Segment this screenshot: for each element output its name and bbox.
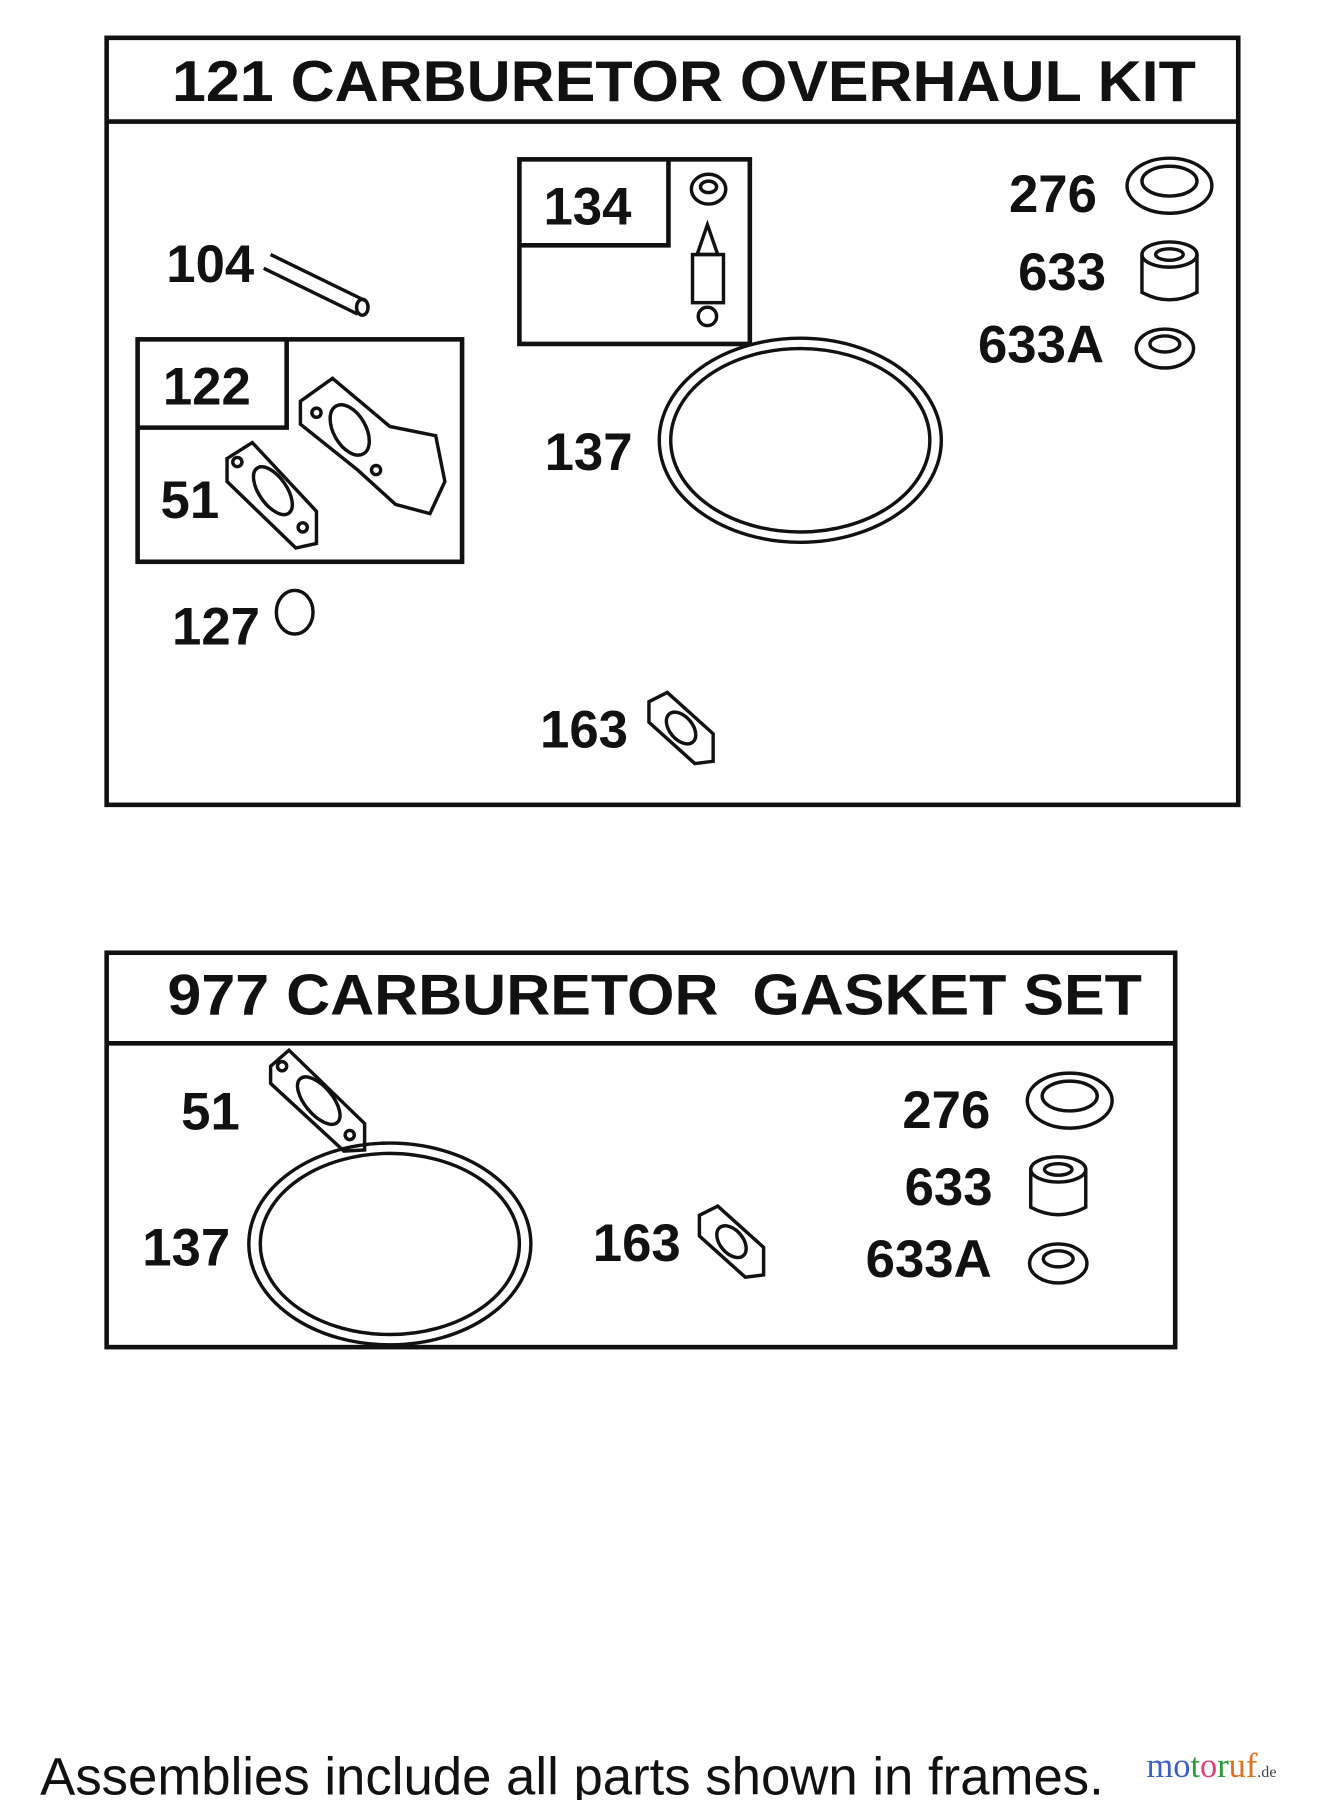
part-label-51: 51	[161, 471, 220, 530]
frame-122	[135, 337, 465, 565]
plug-127-icon	[274, 588, 315, 636]
gasket-51-icon	[268, 1047, 367, 1153]
washer-276-icon	[1125, 156, 1214, 215]
o-ring-137-icon	[657, 336, 944, 545]
kit-121-title: 121 CARBURETOR OVERHAUL KIT	[172, 50, 1196, 114]
part-label-134: 134	[543, 178, 632, 237]
part-label-122: 122	[163, 358, 251, 417]
gasket-163-icon	[647, 690, 715, 766]
footer-note: Assemblies include all parts shown in fr…	[40, 1747, 1104, 1800]
carburetor-spacer-122-icon	[298, 376, 447, 516]
part-label-633: 633	[905, 1158, 993, 1217]
part-label-276: 276	[1009, 165, 1097, 224]
gasket-163-icon	[697, 1204, 766, 1280]
kit-977-frame: 977 CARBURETOR GASKET SET 51 137 163 276…	[104, 950, 1178, 1350]
part-label-137: 137	[142, 1219, 230, 1278]
kit-121-frame: 121 CARBURETOR OVERHAUL KIT 104 122 51 1…	[104, 35, 1241, 808]
part-label-104: 104	[166, 235, 255, 294]
part-label-163: 163	[540, 701, 628, 760]
watermark-logo: motoruf.de	[1147, 1747, 1277, 1785]
part-label-51: 51	[181, 1082, 240, 1141]
bushing-633-icon	[1140, 240, 1199, 302]
o-ring-137-icon	[247, 1141, 533, 1347]
gasket-51-icon	[225, 440, 319, 550]
part-label-127: 127	[172, 597, 260, 656]
needle-valve-134-icon	[689, 172, 728, 328]
bushing-633-icon	[1029, 1155, 1088, 1217]
part-label-633a: 633A	[866, 1230, 992, 1289]
part-label-633a: 633A	[978, 315, 1104, 374]
frame-134	[517, 157, 753, 347]
part-label-633: 633	[1018, 243, 1106, 302]
pin-104-icon	[262, 252, 370, 318]
seal-633a-icon	[1027, 1242, 1089, 1285]
part-label-276: 276	[902, 1081, 990, 1140]
svg-text:motoruf.de: motoruf.de	[1147, 1747, 1277, 1785]
kit-977-title: 977 CARBURETOR GASKET SET	[167, 964, 1142, 1028]
washer-276-icon	[1025, 1071, 1114, 1130]
part-label-137: 137	[545, 423, 633, 482]
part-label-163: 163	[593, 1214, 681, 1273]
seal-633a-icon	[1134, 327, 1196, 370]
